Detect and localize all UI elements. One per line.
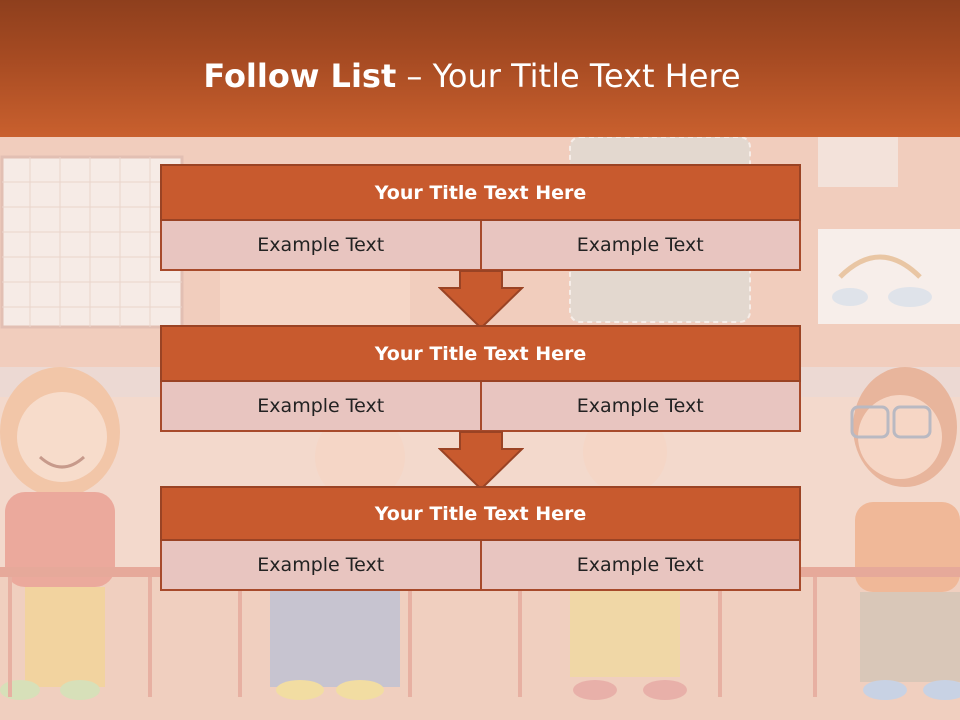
down-arrow-icon <box>438 270 524 330</box>
step-3-left-text: Example Text <box>160 541 482 591</box>
step-block-1: Your Title Text Here Example Text Exampl… <box>160 164 801 271</box>
header-bar <box>0 0 960 137</box>
title-rest: – Your Title Text Here <box>396 57 741 95</box>
down-arrow-icon <box>438 431 524 491</box>
step-2-right-text: Example Text <box>481 382 801 432</box>
title-bold: Follow List <box>203 57 397 95</box>
step-block-2: Your Title Text Here Example Text Exampl… <box>160 325 801 432</box>
step-2-left-text: Example Text <box>160 382 482 432</box>
step-1-title: Your Title Text Here <box>160 164 801 221</box>
step-2-row: Example Text Example Text <box>160 382 801 432</box>
step-block-3: Your Title Text Here Example Text Exampl… <box>160 486 801 591</box>
step-3-right-text: Example Text <box>481 541 801 591</box>
step-3-row: Example Text Example Text <box>160 541 801 591</box>
step-2-title: Your Title Text Here <box>160 325 801 382</box>
step-1-left-text: Example Text <box>160 221 482 271</box>
slide-title: Follow List – Your Title Text Here <box>0 54 944 98</box>
step-3-title: Your Title Text Here <box>160 486 801 541</box>
step-1-row: Example Text Example Text <box>160 221 801 271</box>
step-1-right-text: Example Text <box>481 221 801 271</box>
